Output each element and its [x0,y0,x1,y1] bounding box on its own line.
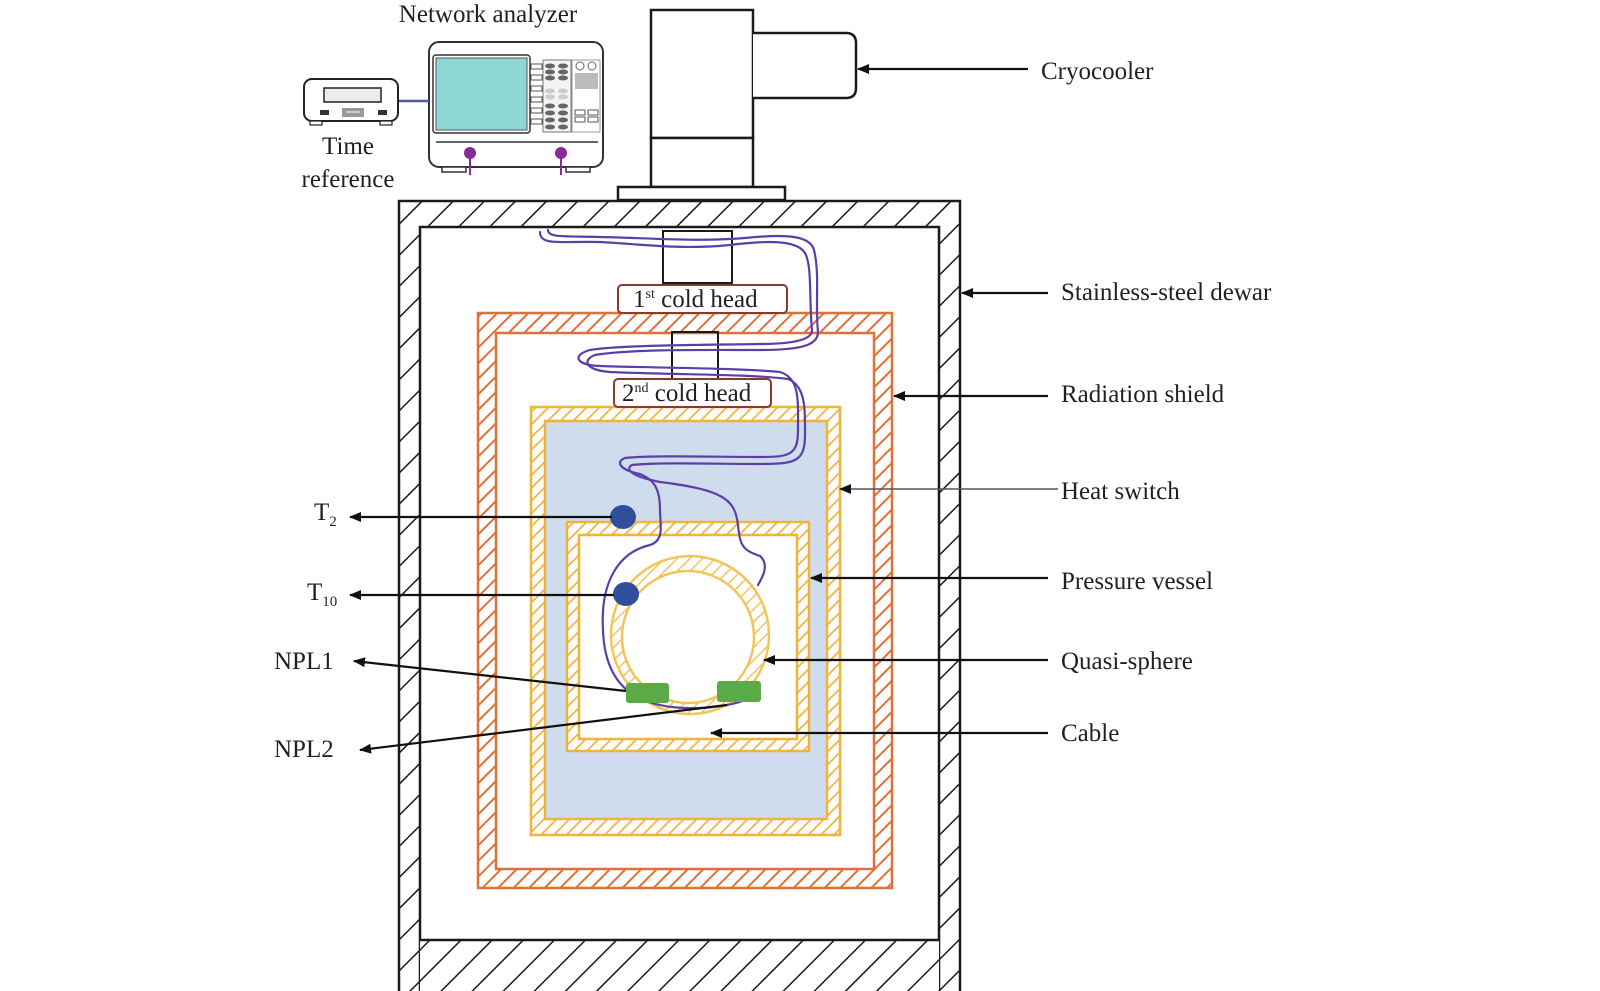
time-reference-label-line1: Time [322,133,374,160]
npl1-probe [626,683,669,703]
npl2-arrow [359,703,728,754]
label-radiation-shield: Radiation shield [1061,381,1225,408]
quasi-sphere [609,554,771,716]
analyzer-screen [435,57,528,131]
label-cryocooler: Cryocooler [1041,58,1154,85]
svg-text:2nd cold head: 2nd cold head [622,380,752,407]
npl1-arrow [353,657,627,693]
label-quasi-sphere: Quasi-sphere [1061,648,1193,675]
label-cable: Cable [1061,720,1119,747]
second-cold-head-label: 2nd cold head [613,378,772,408]
port-1-connector [464,147,476,159]
first-cold-head-label: 1st cold head [617,284,788,314]
thermometer-t10 [613,582,639,606]
cable [538,228,820,710]
thermometer-t2 [610,505,636,529]
network-analyzer-label: Network analyzer [399,1,578,28]
cryocooler [616,8,858,202]
label-npl1: NPL1 [274,648,334,675]
npl2-probe [717,681,761,702]
port-2-connector [555,147,567,159]
time-reference-device [303,78,429,126]
label-t2: T2 [314,499,337,530]
svg-text:1st cold head: 1st cold head [633,286,758,313]
label-t10: T10 [307,579,337,610]
time-reference-label-line2: reference [302,166,395,193]
network-analyzer [428,41,604,175]
label-npl2: NPL2 [274,736,334,763]
right-leaders [710,64,1058,738]
label-stainless-steel-dewar: Stainless-steel dewar [1061,279,1272,306]
left-leaders [349,512,728,754]
label-pressure-vessel: Pressure vessel [1061,568,1213,595]
label-heat-switch: Heat switch [1061,478,1180,505]
